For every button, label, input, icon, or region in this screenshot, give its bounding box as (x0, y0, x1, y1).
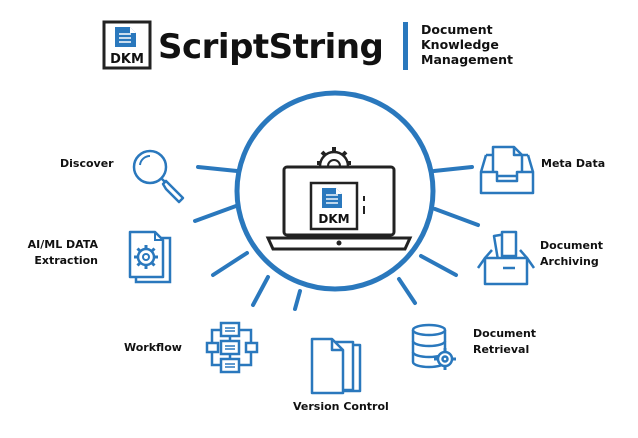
label-document-archiving: Document Archiving (540, 238, 603, 270)
gear-document-icon (128, 230, 172, 284)
connector-spokes (193, 165, 480, 311)
tagline-line-3: Management (421, 52, 514, 67)
label-discover: Discover (60, 157, 114, 170)
header-divider (403, 22, 408, 70)
label-retrieval-line-2: Retrieval (473, 343, 530, 356)
screen-badge-text: DKM (318, 212, 349, 226)
screen-dkm-badge: DKM (309, 181, 359, 231)
label-meta-data: Meta Data (541, 157, 606, 170)
label-version-control: Version Control (293, 400, 389, 413)
label-ai-ml-line-2: Extraction (34, 254, 98, 267)
document-icon (115, 27, 136, 47)
label-retrieval-line-1: Document (473, 327, 537, 340)
brand-title: ScriptString (158, 27, 384, 67)
label-archiving-line-2: Archiving (540, 255, 599, 268)
dkm-logo: DKM (102, 20, 152, 70)
magnifier-icon (132, 149, 185, 204)
flowchart-icon (205, 321, 259, 374)
inbox-tray-icon (479, 145, 535, 195)
label-document-retrieval: Document Retrieval (473, 326, 536, 358)
archive-box-icon (476, 230, 536, 286)
database-gear-icon (411, 323, 456, 370)
logo-badge-text: DKM (110, 52, 144, 67)
label-ai-ml-extraction: AI/ML DATA Extraction (14, 237, 98, 269)
label-archiving-line-1: Document (540, 239, 604, 252)
label-ai-ml-line-1: AI/ML DATA (27, 238, 98, 251)
laptop-gear-icon: DKM (265, 147, 413, 251)
gear-icon (317, 147, 351, 167)
tagline-line-2: Knowledge (421, 37, 499, 52)
tagline-line-1: Document (421, 22, 493, 37)
label-workflow: Workflow (124, 341, 182, 354)
stacked-documents-icon (310, 337, 362, 395)
tagline: Document Knowledge Management (421, 22, 571, 67)
